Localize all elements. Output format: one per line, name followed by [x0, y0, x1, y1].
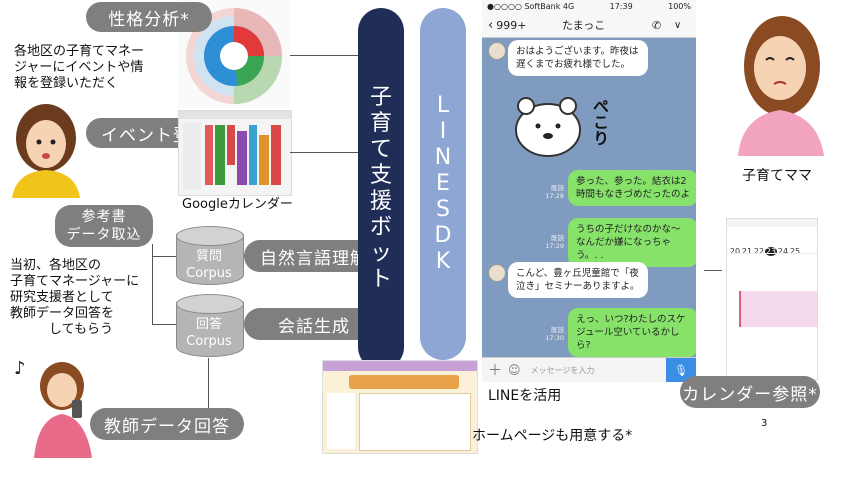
connector-line	[152, 244, 153, 324]
back-count[interactable]: 999+	[496, 18, 527, 32]
plus-icon[interactable]: ＋	[488, 363, 502, 379]
google-calendar-screenshot	[178, 110, 292, 196]
chat-message: えっ、いつ?わたしのスケジュール空いているかしら?	[568, 308, 696, 357]
chat-message: うちの子だけなのかな〜 なんだか嫌になっちゃう。. .	[568, 218, 696, 267]
mama-label: 子育てママ	[742, 168, 812, 184]
answer-corpus-label: 回答 Corpus	[186, 317, 232, 349]
status-battery: 100%	[668, 2, 691, 11]
calendar-day[interactable]: 22	[753, 247, 765, 256]
svg-text:♪: ♪	[14, 358, 26, 379]
calendar-day[interactable]: 20	[729, 247, 741, 256]
sdk-char: E	[436, 171, 450, 196]
status-time: 17:39	[609, 2, 633, 11]
calendar-day[interactable]: 24	[777, 247, 789, 256]
personality-analysis-chart	[178, 0, 290, 108]
back-chevron-icon[interactable]: ‹	[488, 17, 494, 33]
calendar-day[interactable]: 21	[741, 247, 753, 256]
chat-message: 参った、参った。結衣は2時間もなきづめだったのよ	[568, 170, 696, 206]
childcare-bot-bar: 子 育 て 支 援 ボ ッ ト	[358, 8, 404, 370]
initially-note: 当初、各地区の 子育てマネージャーに 研究支援者として 教師データ回答を しても…	[10, 258, 140, 337]
homepage-screenshot	[322, 360, 478, 454]
sunburst-icon	[186, 8, 282, 104]
bot-char: ッ	[369, 241, 392, 266]
status-carrier: ●○○○○ SoftBank 4G	[487, 2, 575, 11]
connector-line	[704, 270, 722, 271]
calendar-day[interactable]: 25	[789, 247, 801, 256]
message-input-bar: ＋ ☺ メッセージを入力 🎙	[482, 357, 696, 382]
read-receipt: 既読 17:29	[545, 234, 564, 250]
status-bar: ●○○○○ SoftBank 4G 17:39 100%	[482, 0, 696, 13]
sdk-char: S	[436, 197, 450, 222]
connector-line	[290, 55, 358, 56]
reference-data-pill: 参考書 データ取込	[55, 205, 153, 247]
connector-line	[208, 358, 209, 410]
message-input[interactable]: メッセージを入力	[530, 365, 595, 375]
bot-avatar	[488, 264, 506, 282]
bot-char: ト	[369, 267, 392, 292]
microphone-icon[interactable]: 🎙	[666, 358, 696, 382]
answer-corpus-db-top	[176, 294, 244, 314]
regional-manager-note: 各地区の子育てマネー ジャーにイベントや情 報を登録いただく	[14, 44, 145, 91]
connector-line	[152, 256, 180, 257]
sdk-char: D	[434, 223, 452, 248]
read-receipt: 既読 17:30	[545, 326, 564, 342]
bot-char: 援	[369, 189, 392, 214]
connector-line	[290, 152, 358, 153]
chevron-down-icon[interactable]: ∨	[674, 19, 682, 31]
read-receipt: 既読 17:28	[545, 184, 564, 200]
google-calendar-label: Googleカレンダー	[182, 197, 293, 212]
homepage-label: ホームページも用意する*	[472, 428, 633, 444]
bot-char: 育	[369, 111, 392, 136]
emoji-icon[interactable]: ☺	[508, 363, 521, 377]
bot-char: 支	[369, 163, 392, 188]
phone-call-icon[interactable]: ✆	[652, 18, 662, 32]
connector-line	[152, 324, 180, 325]
chat-message: こんど、豊ヶ丘児童館で「夜泣き」セミナーありますよ。	[508, 262, 648, 298]
sdk-char: L	[436, 93, 450, 118]
line-sdk-bar: L I N E S D K	[420, 8, 466, 360]
page-number: 3	[761, 418, 768, 429]
mama-avatar	[730, 6, 830, 156]
bot-char: 子	[369, 85, 392, 110]
bot-avatar	[488, 42, 506, 60]
line-use-label: LINEを活用	[488, 388, 562, 404]
sdk-char: N	[434, 145, 452, 170]
question-corpus-label: 質問 Corpus	[186, 249, 232, 281]
manager-avatar	[8, 96, 84, 198]
question-corpus-db-top	[176, 226, 244, 246]
bot-char: ボ	[369, 215, 392, 240]
chat-message: おはようございます。昨夜は遅くまでお疲れ様でした。	[508, 40, 648, 76]
line-chat-screen: ●○○○○ SoftBank 4G 17:39 100% ‹ 999+ たまっこ…	[482, 0, 696, 382]
sdk-char: I	[439, 119, 447, 144]
calendar-day-today[interactable]: 23	[765, 247, 777, 256]
sdk-char: K	[435, 249, 451, 274]
sticker-text: ぺこり	[590, 98, 609, 146]
bear-sticker	[508, 84, 628, 164]
calendar-event-block[interactable]	[739, 291, 817, 327]
chat-header: ‹ 999+ たまっこ ✆ ∨	[482, 13, 696, 38]
bot-char: て	[369, 137, 392, 162]
personality-analysis-pill: 性格分析*	[86, 2, 212, 32]
chat-title: たまっこ	[562, 19, 606, 32]
calendar-reference-pill: カレンダー参照*	[680, 376, 820, 408]
teacher-avatar: ♪	[14, 352, 106, 458]
teacher-answer-pill: 教師データ回答	[90, 408, 244, 440]
